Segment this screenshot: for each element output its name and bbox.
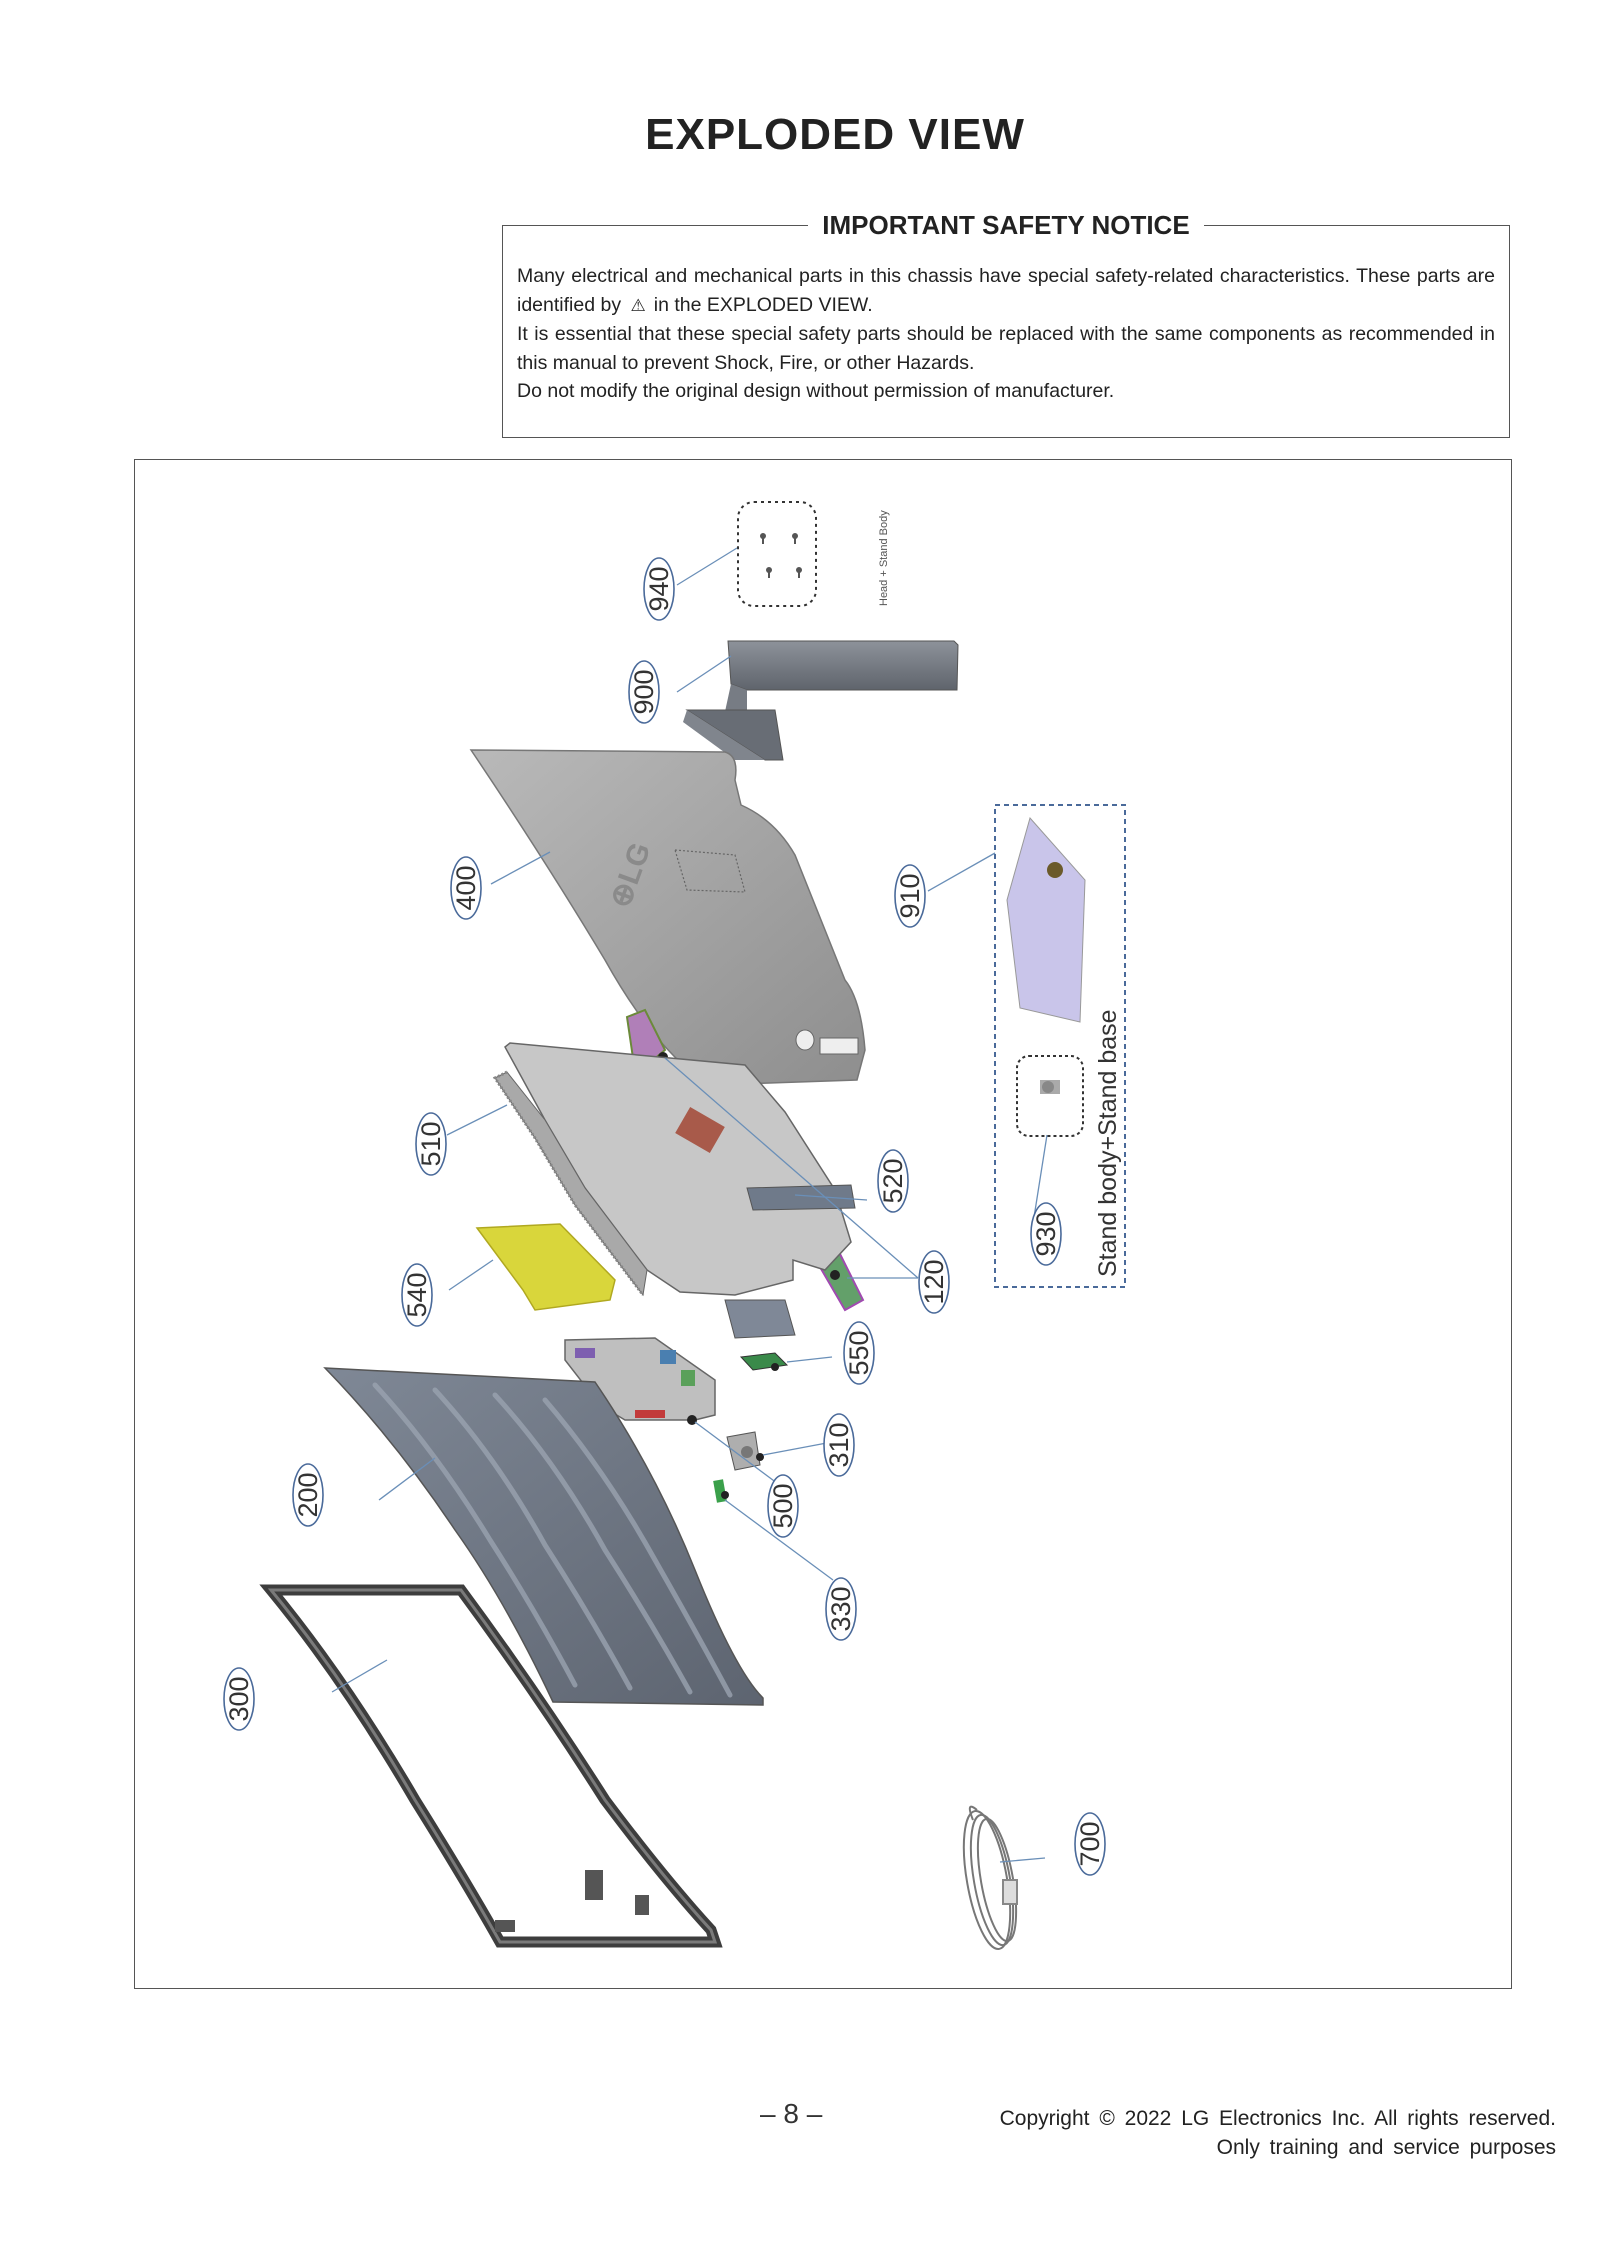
svg-text:520: 520 (878, 1158, 908, 1203)
svg-text:310: 310 (824, 1422, 854, 1467)
leader-lines (331, 547, 1048, 1863)
safety-notice-title: IMPORTANT SAFETY NOTICE (503, 210, 1509, 241)
exploded-view-diagram: Head + Stand Body ⊕LG Stand body+Stand b… (223, 501, 1126, 1951)
callout-910: 910 (894, 864, 926, 928)
safety-notice-line2: It is essential that these special safet… (517, 323, 1495, 374)
copyright-notice: Copyright © 2022 LG Electronics Inc. All… (1000, 2104, 1556, 2162)
svg-text:500: 500 (768, 1483, 798, 1528)
svg-text:910: 910 (895, 873, 925, 918)
callout-520: 520 (877, 1149, 909, 1213)
safety-notice-line1: Many electrical and mechanical parts in … (517, 262, 1495, 320)
page-title: EXPLODED VIEW (645, 110, 1025, 159)
callout-200: 200 (292, 1463, 324, 1527)
copyright-line1: Copyright © 2022 LG Electronics Inc. All… (999, 2107, 1556, 2130)
callout-310: 310 (823, 1413, 855, 1477)
callout-550: 550 (843, 1321, 875, 1385)
safety-notice-body: Many electrical and mechanical parts in … (517, 262, 1495, 406)
part-300-bezel (259, 1584, 723, 1948)
svg-text:900: 900 (629, 669, 659, 714)
page-number: – 8 – (760, 2098, 823, 2129)
callout-330: 330 (825, 1577, 857, 1641)
callout-500: 500 (767, 1474, 799, 1538)
stand-body-base-label: Stand body+Stand base (1094, 1009, 1122, 1277)
head-stand-body-label: Head + Stand Body (878, 510, 890, 606)
safety-notice-box: IMPORTANT SAFETY NOTICE Many electrical … (502, 210, 1510, 438)
part-550-board (739, 1352, 789, 1371)
part-900-stand (683, 640, 959, 761)
callout-930: 930 (1030, 1202, 1062, 1266)
part-330-part (713, 1479, 729, 1503)
part-910-stand-base-group: Stand body+Stand base (994, 804, 1126, 1288)
part-700-cable (962, 1805, 1018, 1951)
part-400-rear-cover: ⊕LG (469, 749, 866, 1086)
svg-text:300: 300 (224, 1676, 254, 1721)
exploded-view-frame: Head + Stand Body ⊕LG Stand body+Stand b… (134, 459, 1512, 1989)
part-510-frame (492, 1042, 856, 1339)
safety-notice-line3: Do not modify the original design withou… (517, 380, 1115, 402)
copyright-line2: Only training and service purposes (1216, 2136, 1556, 2159)
svg-text:330: 330 (826, 1586, 856, 1631)
part-200-panel (323, 1367, 764, 1706)
callout-900: 900 (628, 660, 660, 724)
callout-540: 540 (401, 1263, 433, 1327)
svg-text:510: 510 (416, 1121, 446, 1166)
svg-text:200: 200 (293, 1472, 323, 1517)
svg-text:550: 550 (844, 1330, 874, 1375)
part-940-screws: Head + Stand Body (737, 501, 890, 607)
callout-300: 300 (223, 1667, 255, 1731)
svg-text:940: 940 (644, 566, 674, 611)
svg-text:700: 700 (1075, 1821, 1105, 1866)
svg-text:540: 540 (402, 1272, 432, 1317)
part-310-bracket (726, 1431, 764, 1471)
callout-510: 510 (415, 1112, 447, 1176)
callout-940: 940 (643, 557, 675, 621)
callout-120: 120 (918, 1250, 950, 1314)
svg-text:400: 400 (451, 865, 481, 910)
part-540-insulator (475, 1223, 616, 1311)
svg-text:120: 120 (919, 1259, 949, 1304)
warning-triangle-icon: ⚠ (630, 295, 646, 315)
svg-text:930: 930 (1031, 1211, 1061, 1256)
callout-700: 700 (1074, 1812, 1106, 1876)
callout-400: 400 (450, 856, 482, 920)
